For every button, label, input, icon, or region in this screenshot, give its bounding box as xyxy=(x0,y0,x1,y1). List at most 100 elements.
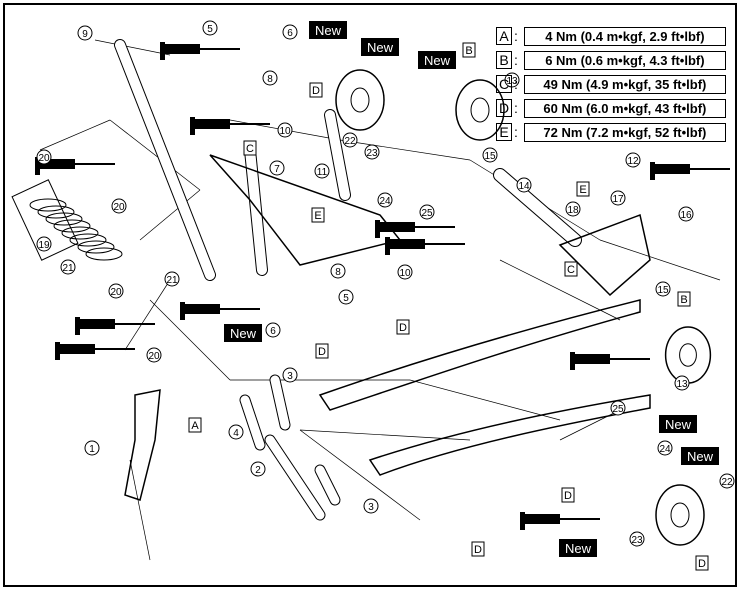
part-callout: 8 xyxy=(330,263,346,279)
part-callout: 25 xyxy=(610,400,626,416)
torque-callout: D xyxy=(309,82,323,98)
svg-text:New: New xyxy=(687,449,714,464)
torque-legend-row: E:72 Nm (7.2 m•kgf, 52 ft•lbf) xyxy=(496,122,726,142)
torque-letter: E xyxy=(496,123,512,141)
leader-line xyxy=(129,459,151,561)
leader-line xyxy=(149,299,231,381)
torque-letter: C xyxy=(496,75,512,93)
part-callout: 16 xyxy=(678,206,694,222)
svg-text:21: 21 xyxy=(166,275,178,286)
grease-gun-icon xyxy=(520,512,600,530)
part-callout: 2 xyxy=(250,461,266,477)
grease-gun-icon xyxy=(375,220,455,238)
svg-text:D: D xyxy=(474,544,482,556)
torque-value: 72 Nm (7.2 m•kgf, 52 ft•lbf) xyxy=(523,122,726,142)
svg-text:10: 10 xyxy=(399,268,411,279)
grease-gun-icon xyxy=(570,352,650,370)
svg-text:11: 11 xyxy=(317,167,328,178)
grease-gun-icon xyxy=(75,317,155,335)
svg-text:15: 15 xyxy=(484,151,496,162)
part-callout: 15 xyxy=(482,147,498,163)
leader-line xyxy=(124,279,171,351)
svg-text:20: 20 xyxy=(38,153,50,164)
rear-arm xyxy=(558,213,651,297)
part-callout: 5 xyxy=(338,289,354,305)
svg-text:25: 25 xyxy=(612,404,624,415)
part-callout: 8 xyxy=(262,70,278,86)
svg-text:25: 25 xyxy=(421,208,433,219)
grease-gun-icon xyxy=(385,237,465,255)
torque-callout: D xyxy=(315,343,329,359)
svg-text:22: 22 xyxy=(344,136,356,147)
torque-callout: D xyxy=(695,555,709,571)
svg-text:3: 3 xyxy=(287,371,293,382)
leader-line xyxy=(499,259,621,321)
torque-callout: C xyxy=(564,261,578,277)
part-callout: 3 xyxy=(282,367,298,383)
part-callout: 1 xyxy=(84,440,100,456)
svg-text:13: 13 xyxy=(676,379,688,390)
svg-text:13: 13 xyxy=(506,76,518,87)
svg-text:D: D xyxy=(698,558,706,570)
svg-text:15: 15 xyxy=(657,285,669,296)
torque-callout: D xyxy=(396,319,410,335)
part-callout: 22 xyxy=(719,473,735,489)
torque-letter: A xyxy=(496,27,512,45)
leader-line xyxy=(339,139,471,161)
new-part-tag: New xyxy=(659,415,697,433)
torque-callout: A xyxy=(188,417,202,433)
shock-absorber xyxy=(11,179,79,261)
svg-text:E: E xyxy=(314,210,321,222)
part-callout: 25 xyxy=(419,204,435,220)
part-callout: 23 xyxy=(629,531,645,547)
part-callout: 11 xyxy=(314,163,330,179)
svg-text:New: New xyxy=(565,541,592,556)
new-part-tag: New xyxy=(559,539,597,557)
part-callout: 21 xyxy=(60,259,76,275)
new-part-tag: New xyxy=(418,51,456,69)
new-part-tag: New xyxy=(224,324,262,342)
diagram-frame xyxy=(3,3,737,587)
svg-text:2: 2 xyxy=(255,465,261,476)
part-callout: 21 xyxy=(164,271,180,287)
svg-text:D: D xyxy=(312,85,320,97)
svg-text:New: New xyxy=(665,417,692,432)
svg-text:6: 6 xyxy=(287,28,293,39)
svg-text:7: 7 xyxy=(274,164,280,175)
grease-gun-icon xyxy=(160,42,240,60)
part-callout: 3 xyxy=(363,498,379,514)
part-callout: 24 xyxy=(377,192,393,208)
torque-letter: D xyxy=(496,99,512,117)
svg-text:14: 14 xyxy=(518,181,530,192)
torque-callout: B xyxy=(677,291,691,307)
part-callout: 20 xyxy=(146,347,162,363)
svg-text:8: 8 xyxy=(267,74,273,85)
leader-line xyxy=(94,39,171,56)
svg-text:5: 5 xyxy=(343,293,349,304)
torque-callout: E xyxy=(576,181,590,197)
part-callout: 17 xyxy=(610,190,626,206)
swing-arm xyxy=(209,154,402,266)
torque-letter: B xyxy=(496,51,512,69)
torque-callout: D xyxy=(471,541,485,557)
grease-gun-icon xyxy=(650,162,730,180)
part-callout: 4 xyxy=(228,424,244,440)
leader-line xyxy=(599,239,721,281)
grease-gun-icon xyxy=(190,117,270,135)
grease-gun-icon xyxy=(180,302,260,320)
svg-text:20: 20 xyxy=(148,351,160,362)
idler-wheel xyxy=(655,484,705,546)
idler-wheel xyxy=(664,326,712,384)
part-callout: 22 xyxy=(342,132,358,148)
torque-value: 6 Nm (0.6 m•kgf, 4.3 ft•lbf) xyxy=(523,50,726,70)
part-callout: 20 xyxy=(111,198,127,214)
svg-text:10: 10 xyxy=(279,126,291,137)
svg-text:21: 21 xyxy=(62,263,74,274)
legend-colon: : xyxy=(514,76,518,92)
torque-legend-row: D:60 Nm (6.0 m•kgf, 43 ft•lbf) xyxy=(496,98,726,118)
svg-text:23: 23 xyxy=(366,148,378,159)
svg-text:9: 9 xyxy=(82,29,88,40)
legend-colon: : xyxy=(514,28,518,44)
leader-line xyxy=(299,429,421,521)
idler-wheel xyxy=(335,69,385,131)
